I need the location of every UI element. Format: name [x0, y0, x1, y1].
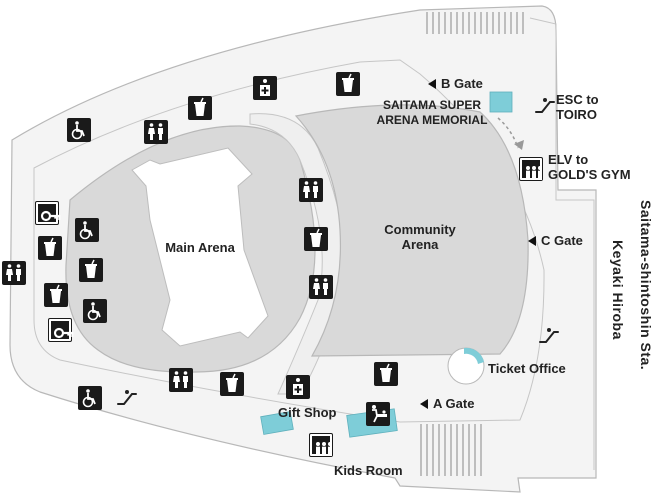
community-arena-bowl	[294, 104, 529, 357]
route-dashed	[497, 117, 519, 149]
cafe-icon-7	[220, 372, 244, 396]
elv-line2: GOLD'S GYM	[548, 167, 631, 182]
accessible-icon-3	[83, 299, 107, 323]
elv-to-golds-gym-label: ELV to GOLD'S GYM	[548, 152, 631, 182]
first-aid-icon-1	[253, 76, 277, 100]
cafe-icon-1	[188, 96, 212, 120]
community-arena-line1: Community	[384, 222, 456, 237]
cafe-icon-8	[374, 362, 398, 386]
cafe-icon-6	[304, 227, 328, 251]
main-arena-label: Main Arena	[165, 240, 235, 255]
cafe-icon-2	[336, 72, 360, 96]
main-arena-floor	[131, 147, 269, 347]
community-arena-label: Community Arena	[378, 222, 462, 252]
community-arena-line2: Arena	[401, 237, 439, 252]
accessible-icon-1	[67, 118, 91, 142]
escalator-icon-1	[535, 98, 555, 113]
restroom-icon-3	[299, 178, 323, 202]
ticket-office-label: Ticket Office	[488, 361, 566, 376]
elv-line1: ELV to	[548, 152, 589, 167]
accessible-icon-2	[75, 218, 99, 242]
east-corridor	[529, 17, 595, 470]
route-arrow	[514, 140, 524, 150]
elevator-icon-2	[309, 433, 333, 457]
memorial-room	[489, 91, 513, 113]
station-label: Saitama-shintoshin Sta.	[638, 200, 654, 371]
esc-line2: TOIRO	[556, 107, 597, 122]
b-gate-arrow-icon	[428, 78, 436, 89]
b-gate-label: B Gate	[428, 76, 483, 91]
kids-room-label: Kids Room	[334, 463, 403, 478]
escalator-icon-3	[117, 390, 137, 405]
restroom-icon-4	[309, 275, 333, 299]
esc-line1: ESC to	[556, 92, 599, 107]
a-gate-label: A Gate	[420, 396, 474, 411]
esc-to-toiro-label: ESC to TOIRO	[556, 92, 599, 122]
c-gate-text: C Gate	[541, 233, 583, 248]
cafe-icon-3	[38, 236, 62, 260]
accessible-icon-4	[78, 386, 102, 410]
b-gate-text: B Gate	[441, 76, 483, 91]
memorial-label: SAITAMA SUPER ARENA MEMORIAL	[362, 98, 502, 128]
cafe-icon-5	[44, 283, 68, 307]
restroom-icon-5	[169, 368, 193, 392]
c-gate-label: C Gate	[528, 233, 583, 248]
hiroba-label: Keyaki Hiroba	[610, 240, 626, 340]
memorial-line2: ARENA MEMORIAL	[376, 113, 488, 127]
ticket-office-counter	[464, 347, 484, 364]
restroom-icon-2	[2, 261, 26, 285]
escalator-icon-2	[539, 328, 559, 343]
locker-icon-1	[35, 201, 61, 225]
memorial-line1: SAITAMA SUPER	[382, 98, 481, 112]
baby-care-icon	[366, 402, 390, 426]
south-stairs	[418, 424, 486, 476]
gift-shop-room	[260, 411, 294, 435]
elevator-icon-1	[519, 157, 543, 181]
restroom-icon-1	[144, 120, 168, 144]
cafe-icon-4	[79, 258, 103, 282]
north-stairs	[424, 12, 524, 34]
first-aid-icon-2	[286, 375, 310, 399]
locker-icon-2	[48, 318, 74, 342]
c-gate-arrow-icon	[528, 235, 536, 246]
a-gate-text: A Gate	[433, 396, 475, 411]
gift-shop-label: Gift Shop	[278, 405, 337, 420]
a-gate-arrow-icon	[420, 398, 428, 409]
